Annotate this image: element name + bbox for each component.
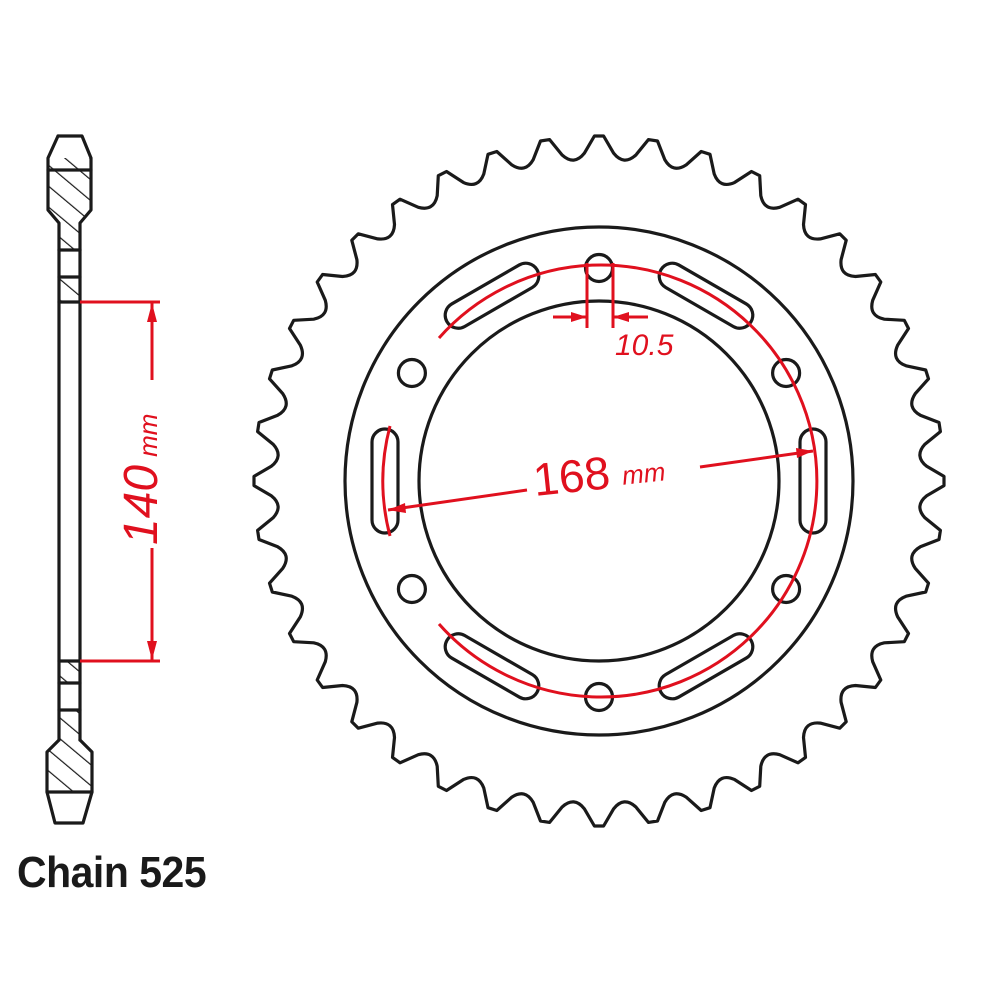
side-view-bottom-tooth bbox=[45, 659, 94, 825]
chain-size-label: Chain 525 bbox=[17, 848, 207, 897]
slot bbox=[657, 261, 755, 330]
slot bbox=[443, 632, 541, 701]
bolt-circle-arc bbox=[437, 263, 819, 699]
bolt-holes bbox=[396, 252, 802, 713]
dimension-hub-width: 140mm bbox=[80, 300, 168, 663]
slot bbox=[798, 427, 828, 535]
bolt-hole bbox=[770, 573, 802, 605]
dimension-hole-diameter: 10.5 bbox=[553, 263, 674, 362]
dimension-hub-width-label: 140mm bbox=[115, 414, 168, 545]
sprocket-teeth-outline bbox=[252, 134, 946, 828]
bolt-hole bbox=[770, 357, 802, 389]
outer-ring-circle bbox=[343, 225, 855, 737]
lightening-slots bbox=[370, 261, 828, 701]
bolt-hole bbox=[396, 573, 427, 605]
bolt-circle-arc-left bbox=[381, 425, 392, 537]
bolt-hole bbox=[396, 357, 427, 389]
side-view: 140mm bbox=[45, 134, 168, 825]
side-view-top-tooth bbox=[46, 134, 93, 304]
slot bbox=[657, 632, 755, 701]
bolt-hole bbox=[583, 252, 615, 284]
slot bbox=[443, 261, 541, 330]
dimension-hole-diameter-label: 10.5 bbox=[615, 329, 674, 362]
hub-bore-circle bbox=[417, 299, 781, 663]
slot bbox=[370, 427, 400, 535]
